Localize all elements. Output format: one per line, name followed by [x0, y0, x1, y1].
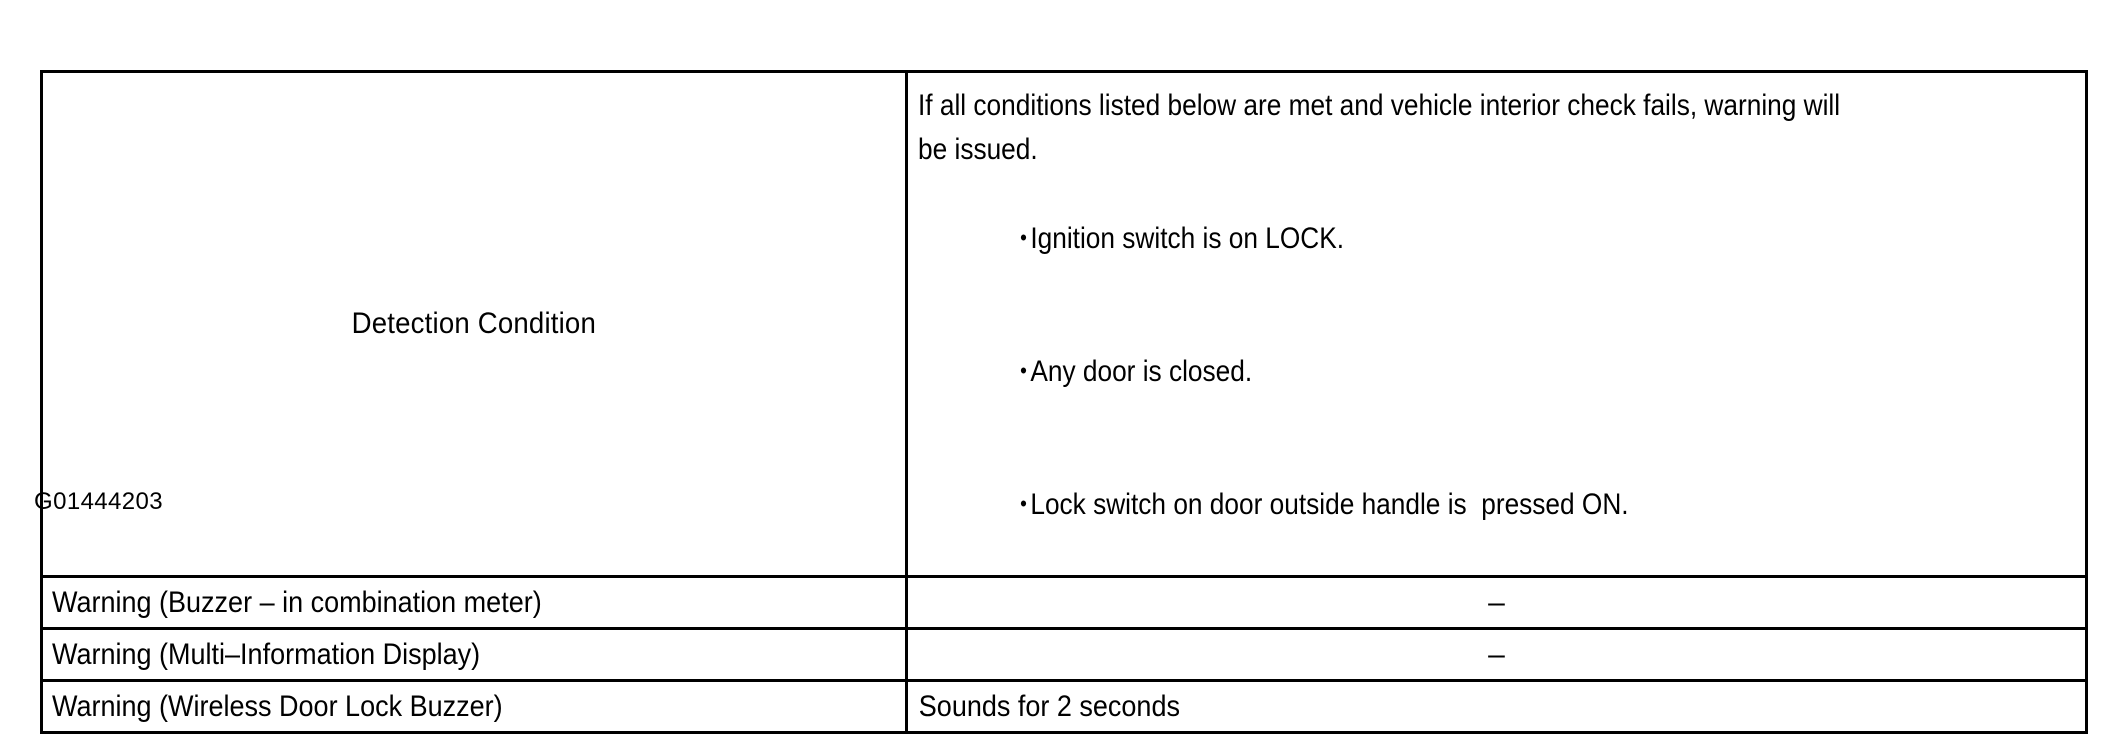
- table-row-detection-condition: Detection Condition If all conditions li…: [40, 70, 2088, 578]
- detection-condition-table: Detection Condition If all conditions li…: [40, 70, 2088, 734]
- row-value-wireless-door-lock-buzzer: Sounds for 2 seconds: [918, 690, 1180, 723]
- condition-bullet-item-2: •Any door is closed.: [918, 305, 2076, 438]
- figure-caption: G01444203: [34, 488, 164, 515]
- document-page: Detection Condition If all conditions li…: [34, 70, 2088, 734]
- table-row: Warning (Wireless Door Lock Buzzer) Soun…: [40, 679, 2088, 734]
- condition-block: If all conditions listed below are met a…: [908, 73, 2085, 575]
- row-value-cell-buzzer: –: [905, 575, 2088, 630]
- row-label-cell-mid: Warning (Multi–Information Display): [40, 627, 908, 682]
- condition-intro-line-2: be issued.: [918, 133, 1038, 166]
- detection-condition-label-cell: Detection Condition: [40, 70, 908, 578]
- bullet-dot-icon: •: [1020, 491, 1027, 516]
- row-label-cell-buzzer: Warning (Buzzer – in combination meter): [40, 575, 908, 630]
- table-row: Warning (Buzzer – in combination meter) …: [40, 575, 2088, 630]
- row-value-cell-mid: –: [905, 627, 2088, 682]
- row-label-multi-information-display: Warning (Multi–Information Display): [52, 638, 481, 671]
- row-value-cell-wireless-buzzer: Sounds for 2 seconds: [905, 679, 2088, 734]
- condition-bullet-text-2: Any door is closed.: [1030, 355, 1253, 388]
- condition-bullet-item-3: •Lock switch on door outside handle is p…: [918, 438, 2076, 571]
- row-label-cell-wireless-buzzer: Warning (Wireless Door Lock Buzzer): [40, 679, 908, 734]
- condition-bullet-item-1: •Ignition switch is on LOCK.: [918, 172, 2076, 305]
- condition-bullet-text-3: Lock switch on door outside handle is pr…: [1030, 488, 1629, 521]
- detection-condition-label: Detection Condition: [351, 307, 597, 340]
- condition-intro-line-1: If all conditions listed below are met a…: [918, 89, 1841, 122]
- bullet-dot-icon: •: [1020, 225, 1027, 250]
- detection-condition-value-cell: If all conditions listed below are met a…: [905, 70, 2088, 578]
- bullet-dot-icon: •: [1020, 358, 1027, 383]
- row-value-buzzer: –: [1488, 586, 1505, 619]
- row-label-buzzer: Warning (Buzzer – in combination meter): [52, 586, 542, 619]
- row-label-wireless-door-lock-buzzer: Warning (Wireless Door Lock Buzzer): [52, 690, 503, 723]
- condition-bullet-text-1: Ignition switch is on LOCK.: [1030, 222, 1345, 255]
- table-row: Warning (Multi–Information Display) –: [40, 627, 2088, 682]
- row-value-multi-information-display: –: [1488, 638, 1505, 671]
